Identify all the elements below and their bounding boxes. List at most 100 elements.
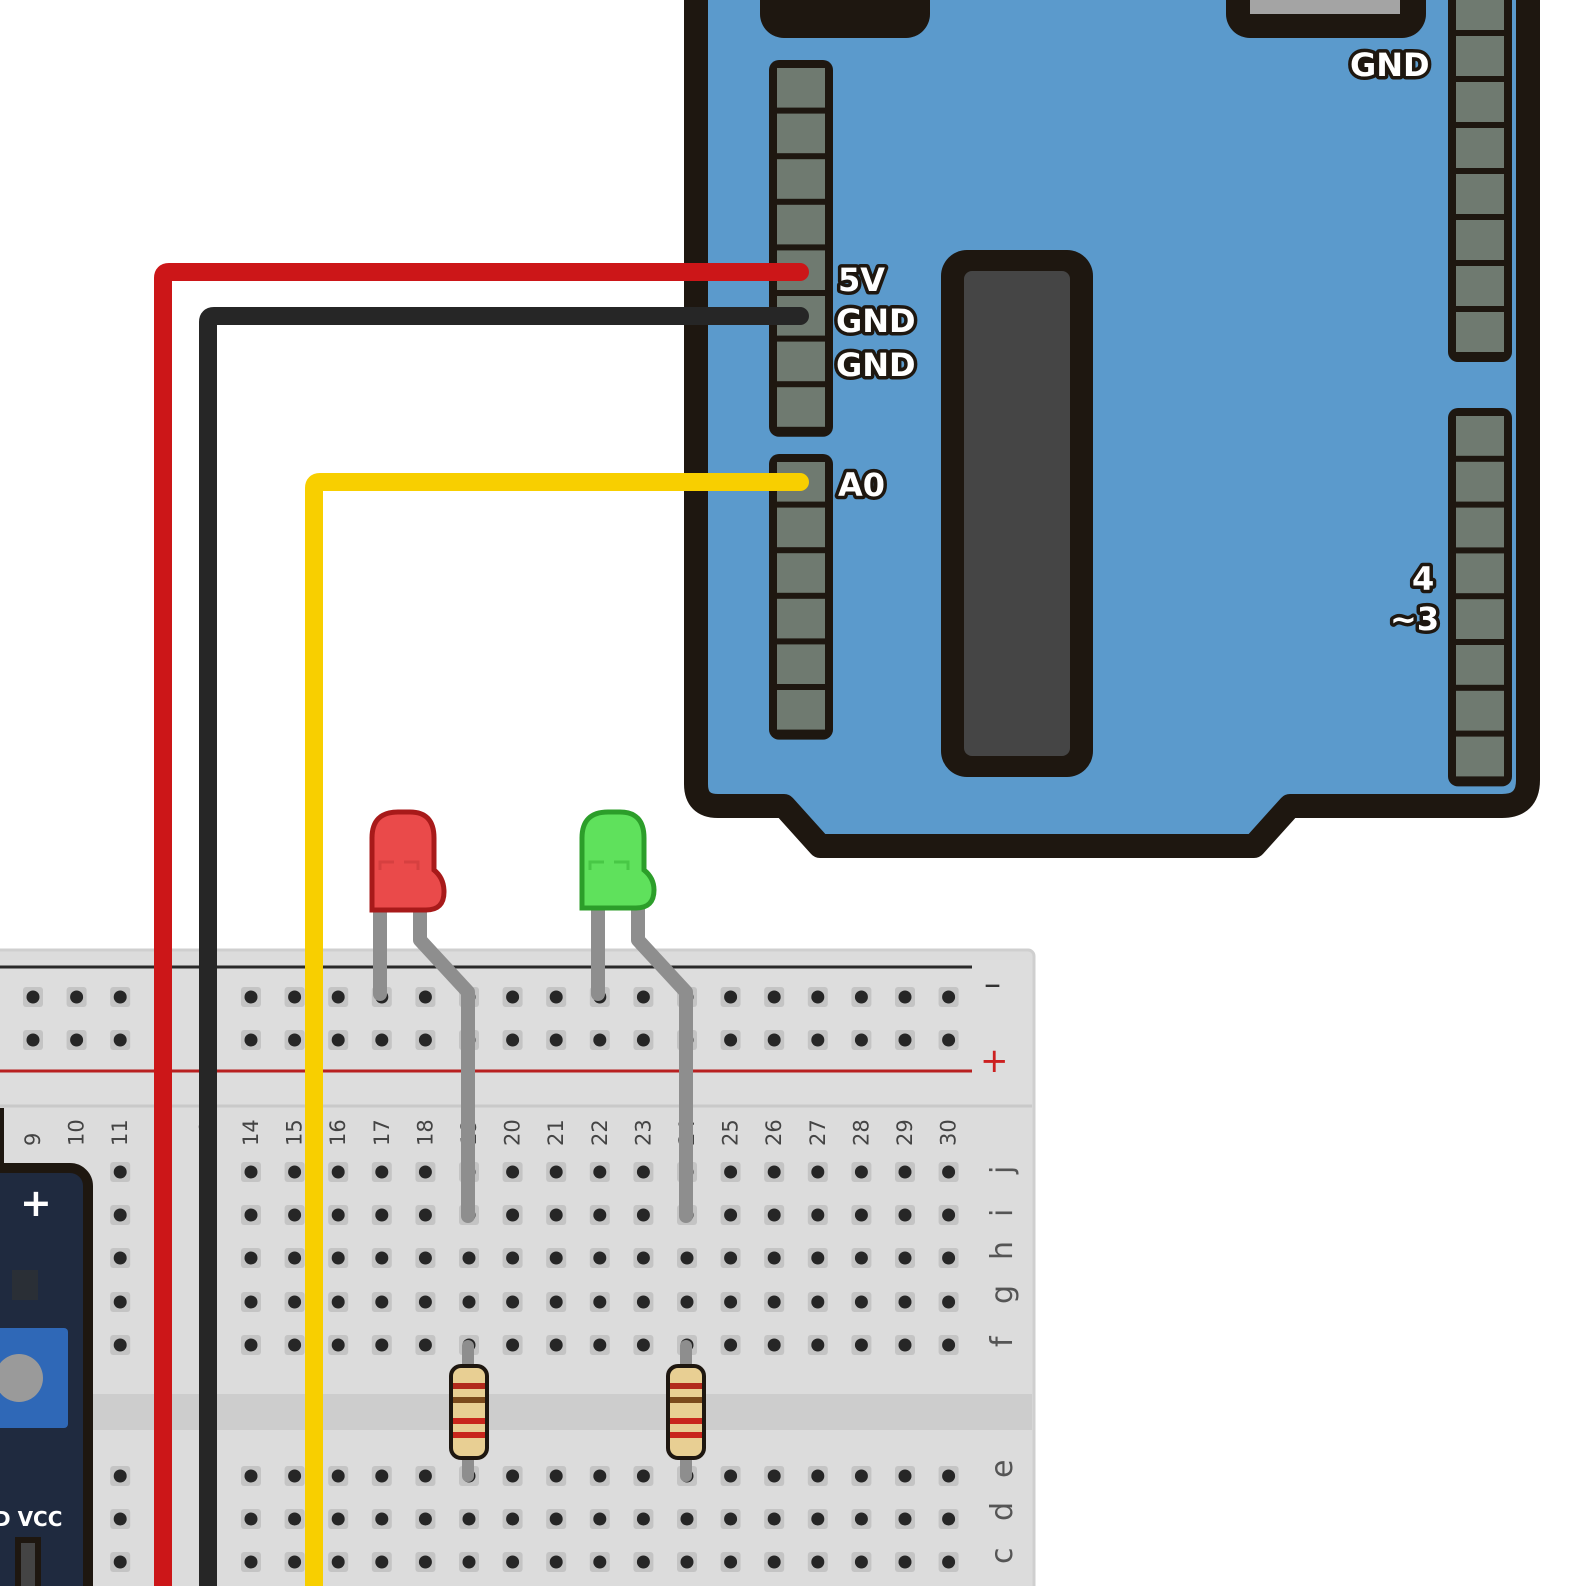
analog-header-pin — [777, 507, 825, 548]
breadboard-hole — [593, 1512, 607, 1526]
breadboard-hole — [680, 1295, 694, 1309]
breadboard-hole — [854, 1251, 868, 1265]
breadboard-hole — [898, 1555, 912, 1569]
breadboard-hole — [680, 1555, 694, 1569]
row-letter: e — [985, 1460, 1020, 1478]
breadboard-hole — [854, 1469, 868, 1483]
breadboard-hole — [898, 1208, 912, 1222]
breadboard-hole — [767, 1338, 781, 1352]
breadboard-hole — [549, 1338, 563, 1352]
rail-plus-sign: + — [980, 1041, 1009, 1081]
digital-header-bottom-pin — [1456, 690, 1504, 731]
breadboard-hole — [418, 990, 432, 1004]
breadboard-hole — [767, 1251, 781, 1265]
breadboard-hole — [811, 1338, 825, 1352]
module-led — [12, 1270, 38, 1300]
breadboard-hole — [244, 1295, 258, 1309]
resistor-2 — [666, 1340, 706, 1482]
digital-header-bottom-pin — [1456, 645, 1504, 685]
breadboard-hole — [70, 1033, 84, 1047]
resistor-2-band-4 — [670, 1432, 702, 1438]
breadboard-hole — [244, 1469, 258, 1483]
breadboard-hole — [593, 1555, 607, 1569]
row-letter: j — [985, 1166, 1020, 1175]
analog-header-pin — [777, 553, 825, 593]
breadboard-hole — [462, 1295, 476, 1309]
row-letter: d — [985, 1502, 1020, 1521]
breadboard-hole — [244, 1512, 258, 1526]
breadboard-holes — [23, 987, 959, 1572]
breadboard-hole — [288, 990, 302, 1004]
breadboard-hole — [288, 1251, 302, 1265]
breadboard-hole — [854, 1165, 868, 1179]
breadboard-hole — [113, 1512, 127, 1526]
arduino-board-body — [684, 0, 1540, 858]
breadboard-hole — [593, 1469, 607, 1483]
potentiometer-knob — [0, 1354, 43, 1402]
breadboard-hole — [767, 1033, 781, 1047]
breadboard-hole — [811, 990, 825, 1004]
digital-header-bottom-pin — [1456, 416, 1504, 456]
breadboard-hole — [854, 1338, 868, 1352]
breadboard-hole — [680, 1512, 694, 1526]
breadboard-hole — [506, 1165, 520, 1179]
breadboard-hole — [593, 1251, 607, 1265]
breadboard-hole — [113, 1338, 127, 1352]
resistor-2-band-2 — [670, 1397, 702, 1403]
breadboard-hole — [506, 1208, 520, 1222]
power-header-pin — [777, 387, 825, 427]
breadboard-hole — [418, 1165, 432, 1179]
breadboard-hole — [593, 1033, 607, 1047]
breadboard-hole — [113, 1033, 127, 1047]
digital-header-bottom-pin — [1456, 461, 1504, 502]
breadboard-hole — [724, 1295, 738, 1309]
red-led-group — [369, 809, 475, 1223]
resistor-2-band-1 — [670, 1383, 702, 1389]
digital-header-top-pin — [1456, 174, 1504, 214]
resistor-1-body — [449, 1364, 489, 1460]
digital-header-top-pin — [1456, 128, 1504, 168]
breadboard-hole — [811, 1251, 825, 1265]
breadboard-hole — [811, 1469, 825, 1483]
breadboard-hole — [288, 1555, 302, 1569]
breadboard-hole — [636, 1165, 650, 1179]
breadboard-hole — [593, 1338, 607, 1352]
digital-header-top-pin — [1456, 312, 1504, 352]
row-letter: g — [985, 1285, 1020, 1304]
resistor-2-band-3 — [670, 1418, 702, 1424]
pin-label-a0: A0 — [838, 466, 885, 504]
column-number: 23 — [631, 1119, 655, 1146]
breadboard-hole — [898, 990, 912, 1004]
column-number: 18 — [413, 1119, 437, 1146]
breadboard-hole — [113, 990, 127, 1004]
breadboard-hole — [549, 1208, 563, 1222]
breadboard-hole — [506, 1251, 520, 1265]
breadboard-hole — [331, 990, 345, 1004]
breadboard-hole — [244, 1033, 258, 1047]
row-letter: h — [985, 1241, 1020, 1260]
pin-label-gnd-1: GND — [836, 302, 916, 340]
breadboard-hole — [288, 1208, 302, 1222]
breadboard-hole — [898, 1338, 912, 1352]
digital-header-top-pin — [1456, 82, 1504, 122]
breadboard-hole — [898, 1033, 912, 1047]
breadboard-hole — [375, 1295, 389, 1309]
red-led-reflection — [378, 860, 420, 870]
column-number: 16 — [326, 1119, 350, 1146]
arduino-board: 5V GND GND A0 GND 4 ~3 — [684, 0, 1540, 858]
power-header-pin — [777, 68, 825, 108]
column-number: 29 — [893, 1119, 917, 1146]
breadboard-hole — [942, 1295, 956, 1309]
breadboard-hole — [854, 1295, 868, 1309]
breadboard-hole — [549, 1251, 563, 1265]
breadboard-hole — [549, 990, 563, 1004]
digital-header-top-pin — [1456, 0, 1504, 30]
column-number: 25 — [719, 1119, 743, 1146]
breadboard-hole — [811, 1033, 825, 1047]
breadboard-hole — [636, 990, 650, 1004]
breadboard-hole — [767, 1512, 781, 1526]
column-number: 21 — [544, 1119, 568, 1146]
row-letter: i — [985, 1209, 1020, 1217]
power-header-pin — [777, 204, 825, 245]
breadboard-hole — [331, 1469, 345, 1483]
